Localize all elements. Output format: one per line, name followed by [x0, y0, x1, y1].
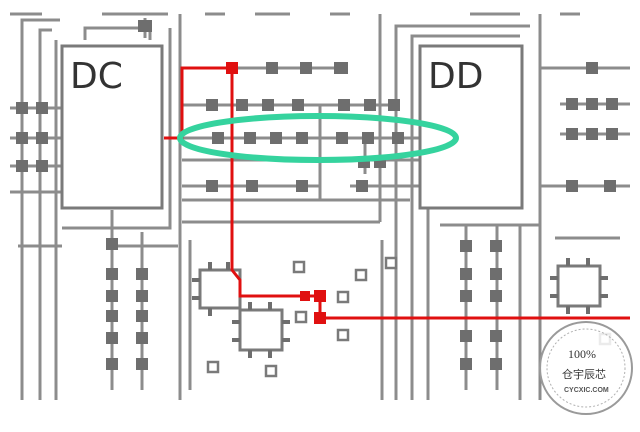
watermark-seal: 100% 仓宇辰芯 CYCXIC.COM — [539, 321, 633, 415]
chip-dd-label: DD — [428, 56, 483, 97]
chip-dc-label: DC — [70, 56, 123, 97]
grey-pads — [16, 20, 618, 370]
red-route — [164, 66, 630, 320]
chip-dc-body — [60, 44, 164, 210]
chip-dc: DC — [60, 44, 164, 210]
highlight-ellipse — [177, 113, 459, 163]
red-route-pads — [226, 62, 326, 324]
watermark-percent: 100% — [568, 347, 596, 361]
watermark-site: CYCXIC.COM — [564, 387, 609, 394]
watermark-brand: 仓宇辰芯 — [562, 367, 606, 381]
small-ic-3 — [550, 258, 608, 314]
small-ic-2 — [232, 302, 290, 358]
